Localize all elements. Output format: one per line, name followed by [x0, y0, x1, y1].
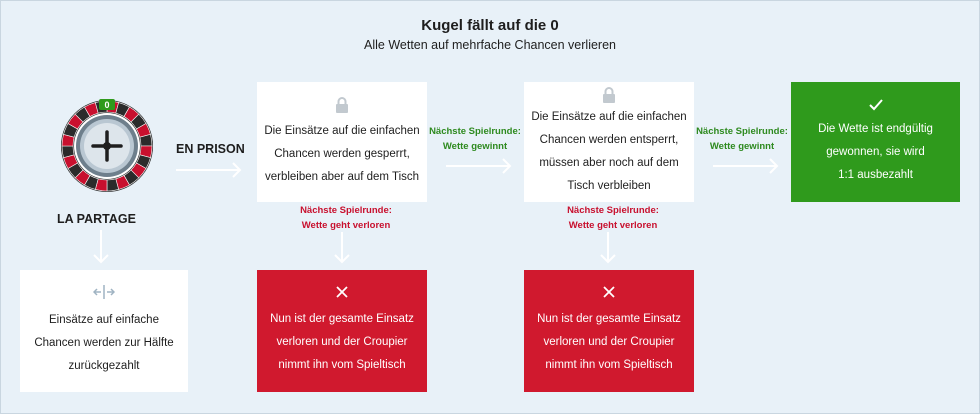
won-box: Die Wette ist endgültig gewonnen, sie wi…	[791, 82, 960, 202]
partage-box: Einsätze auf einfache Chancen werden zur…	[20, 270, 188, 392]
diagram-title: Kugel fällt auf die 0	[421, 17, 559, 34]
en-prison-label: EN PRISON	[176, 142, 245, 156]
arrow-to-lost-1	[334, 232, 350, 264]
unlocked-box: Die Einsätze auf die einfachen Chancen w…	[524, 82, 694, 202]
roulette-wheel-icon: 0	[61, 99, 153, 192]
lost-box-2: Nun ist der gesamte Einsatz verloren und…	[524, 270, 694, 392]
lose-label-2: Nächste Spielrunde:Wette geht verloren	[567, 205, 659, 231]
lock-icon	[336, 96, 348, 113]
split-icon	[93, 284, 115, 299]
win-label-1: Nächste Spielrunde:Wette gewinnt	[429, 126, 521, 152]
check-icon	[868, 98, 883, 110]
arrow-to-won	[713, 158, 779, 174]
lost-box-1: Nun ist der gesamte Einsatz verloren und…	[257, 270, 427, 392]
arrow-to-lost-2	[600, 232, 616, 264]
close-icon	[603, 285, 615, 298]
lock-icon	[603, 87, 615, 103]
prison-locked-box: Die Einsätze auf die einfachen Chancen w…	[257, 82, 427, 202]
la-partage-label: LA PARTAGE	[57, 212, 136, 226]
arrow-to-partage	[93, 230, 109, 264]
lose-label-1: Nächste Spielrunde:Wette geht verloren	[300, 205, 392, 231]
diagram-subtitle: Alle Wetten auf mehrfache Chancen verlie…	[364, 38, 616, 52]
win-label-2: Nächste Spielrunde:Wette gewinnt	[696, 126, 788, 152]
arrow-to-unlocked	[446, 158, 512, 174]
arrow-to-prison	[176, 162, 242, 178]
zero-pocket-label: 0	[104, 100, 109, 110]
close-icon	[336, 285, 348, 298]
